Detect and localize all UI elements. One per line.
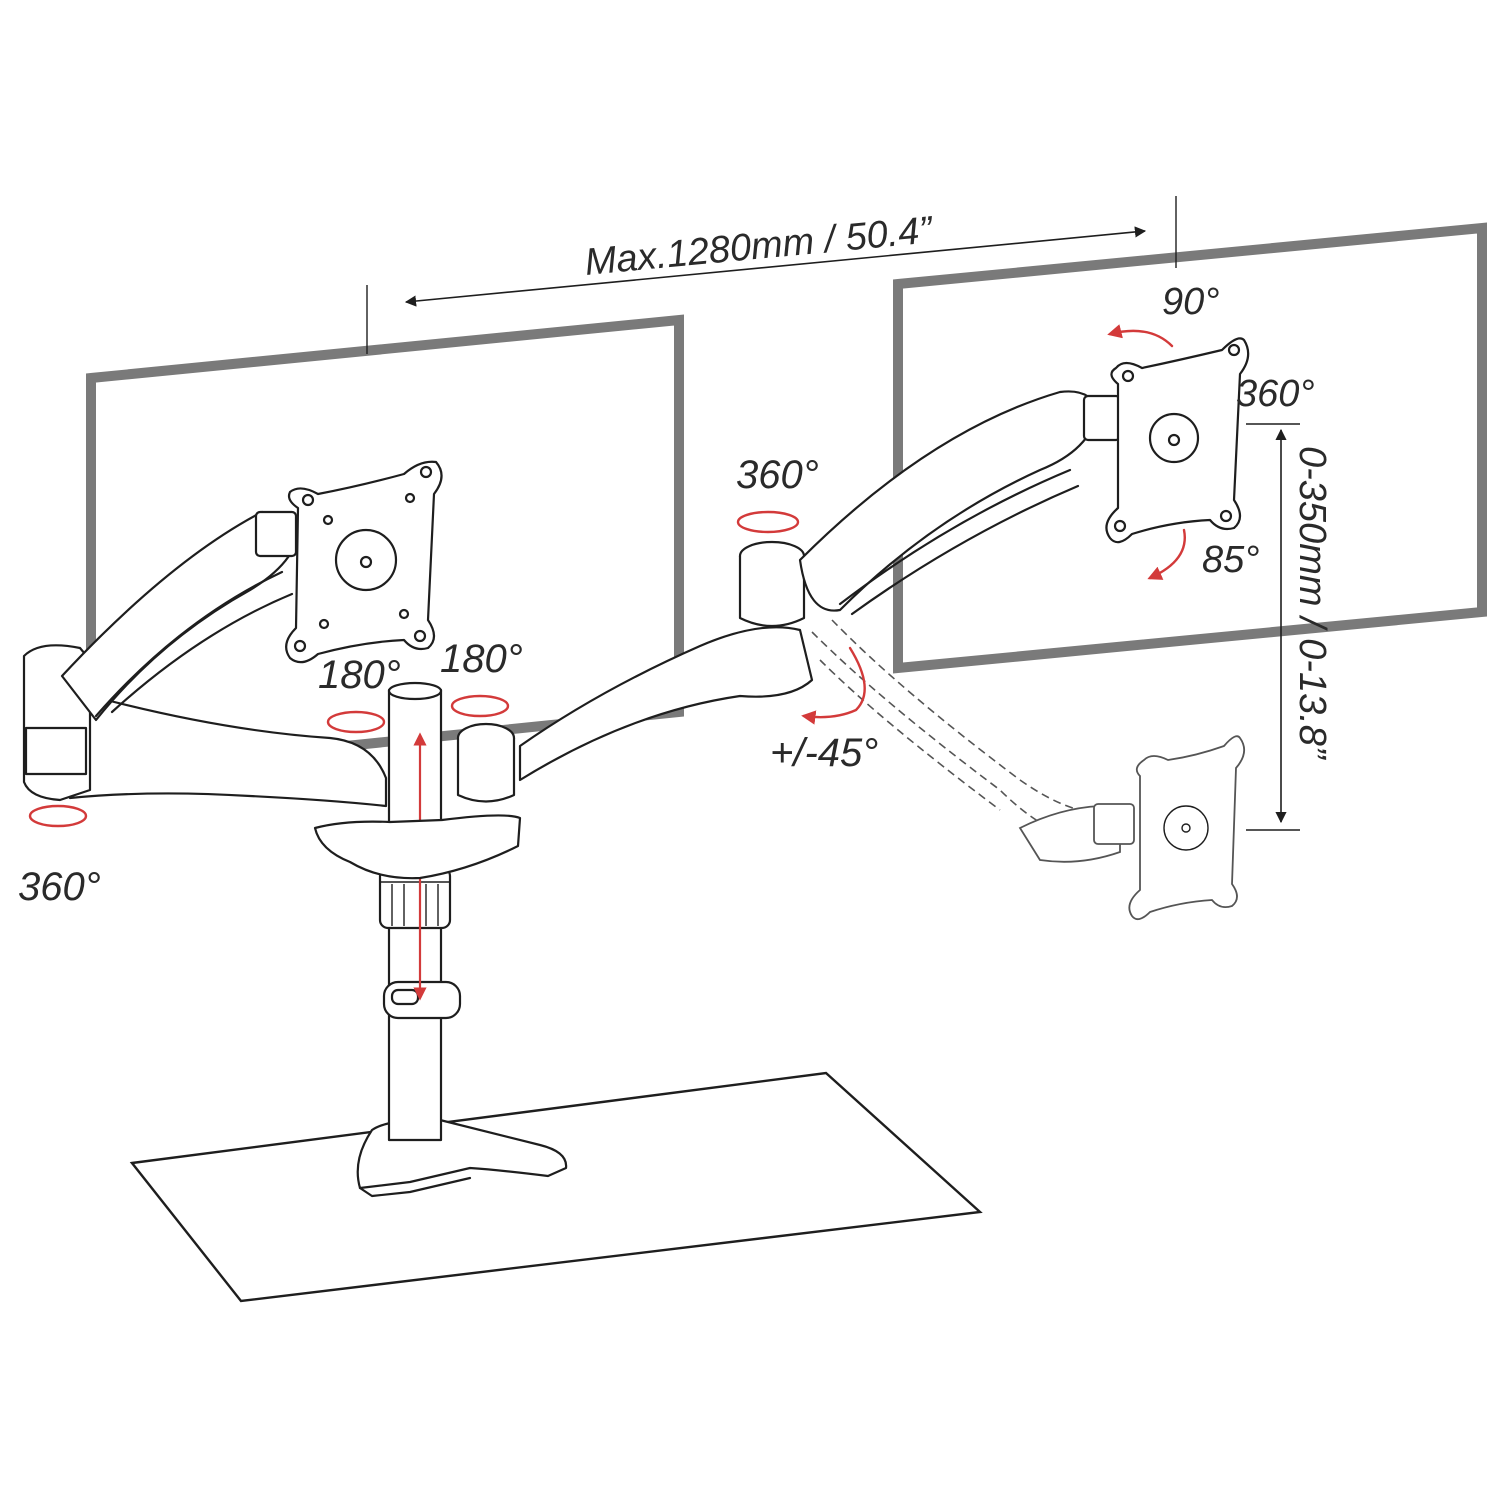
center-hub xyxy=(313,722,522,880)
rotation-arrow-icon xyxy=(28,324,1186,828)
pole-swivel-left-label: 180° xyxy=(318,653,401,697)
tilt-down-label: 85° xyxy=(1202,539,1259,581)
right-vesa-plate xyxy=(1105,337,1250,544)
vesa-plate-icon xyxy=(285,460,443,664)
height-range-label: 0-350mm / 0-13.8” xyxy=(1291,446,1333,761)
tilt-up-label: 90° xyxy=(1162,281,1219,323)
max-span-label: Max.1280mm / 50.4” xyxy=(583,209,936,284)
arm-joint-swivel-label: 360° xyxy=(736,453,819,497)
pole-swivel-right-label: 180° xyxy=(440,637,523,681)
desk-surface xyxy=(129,1071,983,1303)
dimension-arrow-icon xyxy=(404,226,1147,307)
right-arm xyxy=(518,390,1122,782)
arm-tilt-label: +/-45° xyxy=(770,731,878,775)
height-dimension: 0-350mm / 0-13.8” xyxy=(1246,423,1333,831)
left-arm xyxy=(22,510,388,808)
left-end-swivel-label: 360° xyxy=(18,865,101,909)
rotate-head-label: 360° xyxy=(1236,373,1315,415)
lowered-arm-ghost xyxy=(811,619,1246,921)
